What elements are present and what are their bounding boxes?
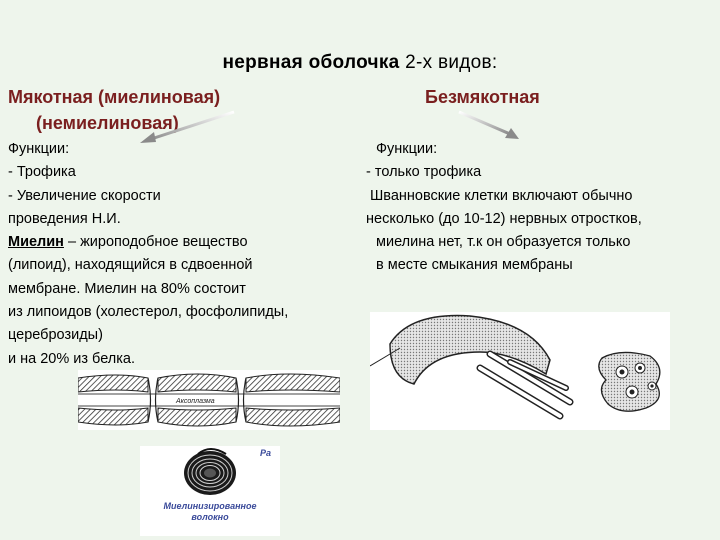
caption-line1: Миелинизированное: [163, 501, 257, 511]
caption-line2: волокно: [191, 512, 229, 522]
right-arrow-icon: [458, 110, 519, 139]
myelin-def5: церебрози­ды): [8, 327, 103, 344]
myelinated-axon-figure: Аксоплазма: [78, 370, 340, 430]
myelin-def1: – жироподобное вещество: [63, 234, 248, 251]
slide-title: нервная оболочка 2-х видов:: [0, 52, 720, 74]
left-item-speed: - Увеличение скорости: [8, 187, 161, 204]
myelin-def4: из липоидов (холестерол, фосфолипиды,: [8, 304, 289, 321]
left-item-trophic: - Трофика: [8, 164, 76, 181]
myelin-def2: (липоид), находящийся в сдвоенной: [8, 257, 253, 274]
right-column: Функции: - только трофика Шванновские кл…: [360, 138, 710, 278]
title-bold: нервная оболочка: [222, 52, 400, 73]
right-functions-label: Функции:: [376, 141, 438, 157]
unmyelinated-fiber-figure: [370, 312, 670, 430]
myelinated-fiber-caption: Миелинизированное волокно: [144, 501, 276, 523]
right-heading: Безмякотная: [425, 87, 540, 107]
left-item-speed-cont: проведения Н.И.: [8, 210, 121, 227]
myelin-def3: мембране. Миелин на 80% состоит: [8, 280, 246, 297]
fiber-label-fragment: Ра: [260, 448, 272, 458]
myelin-def6: и на 20% из белка.: [8, 350, 135, 367]
left-heading-line1: Мякотная (миелиновая): [8, 87, 221, 107]
right-line4: миелина нет, т.к он образуется только: [376, 234, 631, 251]
myelin-term: Миелин: [8, 234, 64, 251]
left-heading-line2: (немиелиновая): [36, 113, 179, 133]
right-line5: в месте смыкания мембраны: [376, 257, 573, 274]
right-line3: несколько (до 10-12) нервных отростков,: [366, 210, 642, 227]
fiber-cross-section-figure: Ра Миелинизированное волокно: [140, 446, 280, 536]
left-column: Функции: - Трофика - Увеличение скорости…: [8, 138, 338, 371]
title-rest: 2-х видов:: [399, 52, 498, 73]
right-line1: - только трофика: [366, 164, 482, 181]
left-heading: Мякотная (миелиновая) (немиелиновая): [8, 84, 308, 136]
right-line2: Шванновские клетки включают обычно: [370, 187, 633, 204]
left-functions-label: Функции:: [8, 141, 70, 157]
myelin-definition: Миелин – жироподобное вещество: [8, 231, 338, 254]
axoplasm-label: Аксоплазма: [175, 398, 215, 405]
left-arrow-icon: [140, 110, 235, 143]
